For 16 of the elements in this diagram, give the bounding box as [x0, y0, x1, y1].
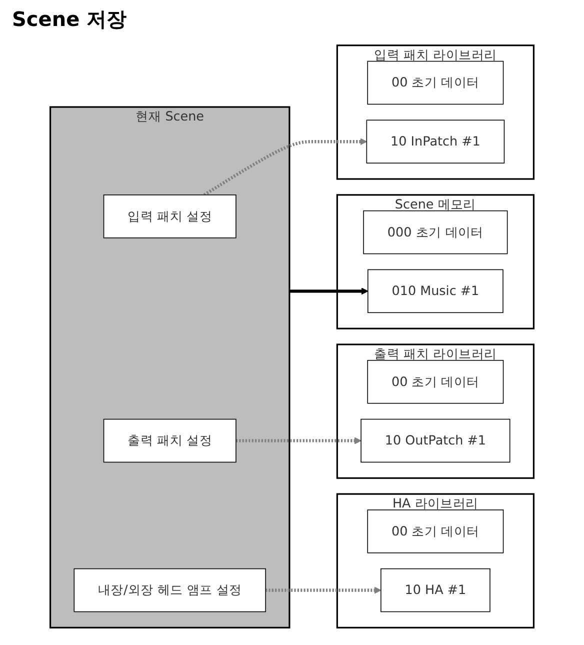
node-box: 입력 패치 설정: [103, 194, 236, 238]
node-box: 00 초기 데이터: [367, 60, 504, 105]
node-box: 내장/외장 헤드 앰프 설정: [74, 568, 266, 612]
arrow: [289, 288, 368, 295]
node-box: 00 초기 데이터: [367, 360, 504, 404]
node-box: 00 초기 데이터: [367, 510, 504, 554]
node-box: 10 HA #1: [380, 568, 490, 612]
arrow: [266, 586, 382, 594]
arrow: [203, 138, 367, 196]
node-box: 출력 패치 설정: [103, 418, 236, 463]
title: Scene 저장: [12, 6, 127, 33]
node-box: 010 Music #1: [368, 269, 504, 314]
node-box: 10 InPatch #1: [366, 120, 505, 164]
node-box: 10 OutPatch #1: [360, 418, 510, 463]
node-box: 000 초기 데이터: [363, 210, 508, 254]
arrow: [236, 437, 362, 444]
